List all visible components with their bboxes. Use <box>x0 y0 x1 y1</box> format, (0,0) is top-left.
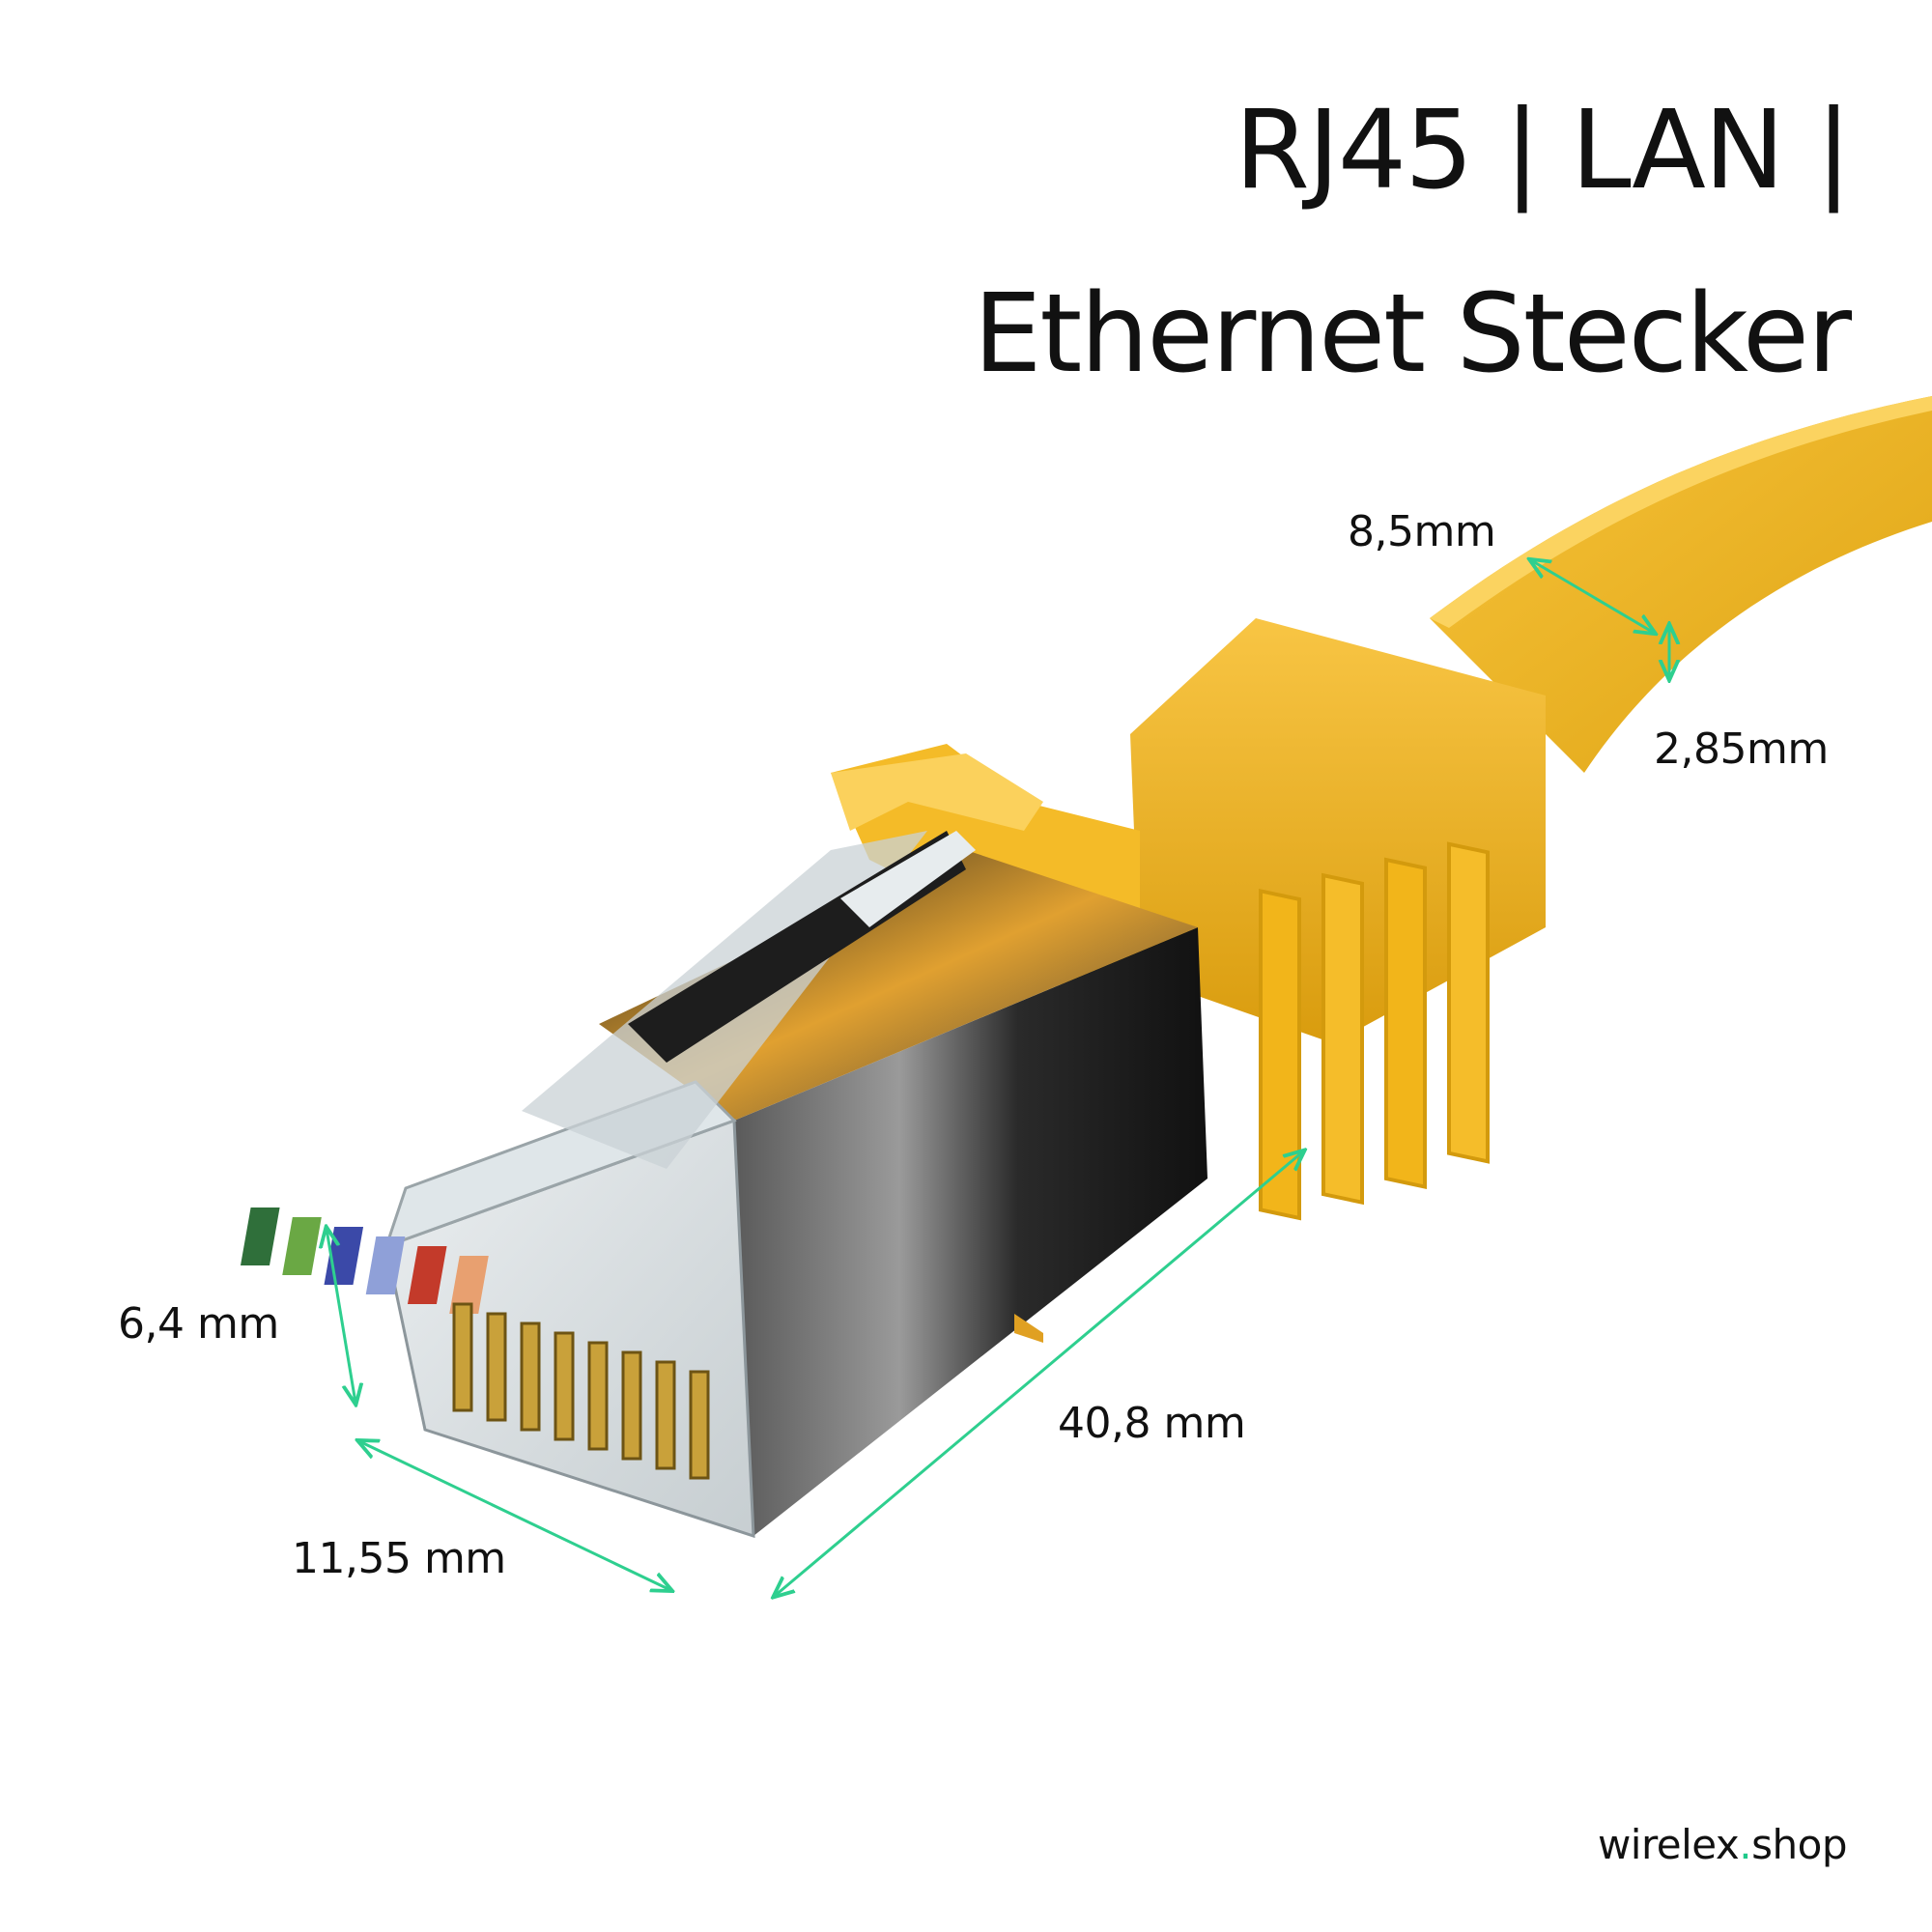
brand-name: wirelex <box>1597 1821 1740 1868</box>
arrow-plug-height <box>327 1229 355 1403</box>
brand-tld: shop <box>1751 1821 1847 1868</box>
brand-logo[interactable]: wirelex.shop <box>1597 1821 1848 1868</box>
title-line-2: Ethernet Stecker <box>973 271 1852 397</box>
cable-edge <box>1430 396 1932 628</box>
arrow-plug-width <box>359 1441 670 1590</box>
title-line-1: RJ45 | LAN | <box>1234 88 1852 213</box>
brand-dot: . <box>1739 1821 1752 1868</box>
label-plug-length: 40,8 mm <box>1058 1399 1246 1448</box>
label-plug-width: 11,55 mm <box>292 1534 506 1583</box>
arrow-cable-width <box>1531 560 1654 633</box>
label-cable-thickness: 2,85mm <box>1654 724 1829 774</box>
arrow-plug-length <box>775 1151 1303 1596</box>
label-plug-height: 6,4 mm <box>118 1299 279 1349</box>
label-cable-width: 8,5mm <box>1348 507 1496 556</box>
cable <box>1430 396 1932 773</box>
